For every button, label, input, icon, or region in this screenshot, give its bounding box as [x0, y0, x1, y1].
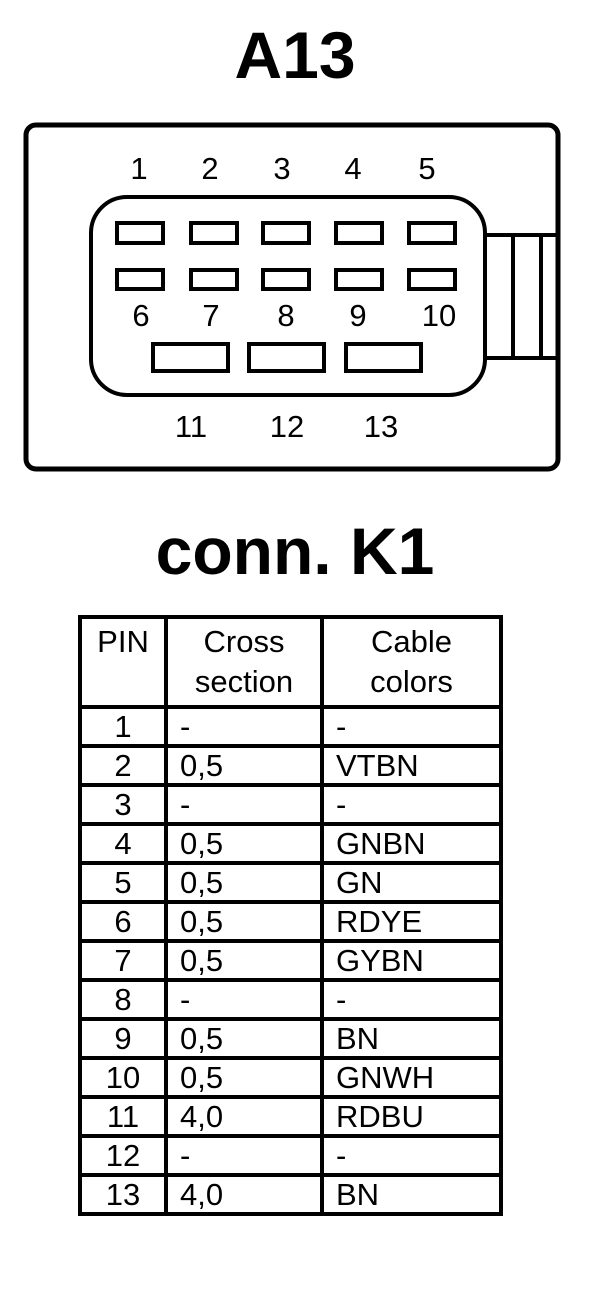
cell-color: RDBU — [320, 1095, 503, 1138]
cell-cross: 0,5 — [164, 861, 324, 904]
cell-pin: 5 — [78, 861, 168, 904]
cell-pin: 7 — [78, 939, 168, 982]
cell-pin: 6 — [78, 900, 168, 943]
pin-slot — [261, 268, 311, 291]
pin-number: 6 — [132, 298, 149, 333]
pin-slot — [344, 342, 423, 373]
table-row: 3-- — [78, 783, 503, 826]
cell-pin: 9 — [78, 1017, 168, 1060]
cell-color: GYBN — [320, 939, 503, 982]
table-row: 8-- — [78, 978, 503, 1021]
component-title: A13 — [234, 18, 356, 92]
cell-color: - — [320, 705, 503, 748]
cell-pin: 1 — [78, 705, 168, 748]
cell-cross: - — [164, 705, 324, 748]
pin-number: 3 — [273, 151, 290, 186]
cell-color: GN — [320, 861, 503, 904]
header-color-line2: colors — [370, 664, 453, 699]
cell-pin: 8 — [78, 978, 168, 1021]
header-cross-line2: section — [194, 664, 294, 699]
cell-color: - — [320, 783, 503, 826]
connector-latch — [485, 233, 558, 360]
cell-color: GNWH — [320, 1056, 503, 1099]
cell-color: BN — [320, 1173, 503, 1216]
cell-color: GNBN — [320, 822, 503, 865]
cell-pin: 2 — [78, 744, 168, 787]
cell-pin: 10 — [78, 1056, 168, 1099]
pin-slot — [334, 268, 384, 291]
pin-number: 7 — [202, 298, 219, 333]
pin-number: 2 — [201, 151, 218, 186]
pin-slot — [247, 342, 326, 373]
connector-face — [89, 195, 487, 397]
pin-number: 4 — [344, 151, 361, 186]
cell-pin: 13 — [78, 1173, 168, 1216]
pin-slot — [189, 268, 239, 291]
cell-pin: 11 — [78, 1095, 168, 1138]
cell-cross: 0,5 — [164, 744, 324, 787]
header-cross-section: Cross section — [164, 615, 324, 709]
pin-number: 13 — [364, 409, 398, 444]
cell-cross: - — [164, 783, 324, 826]
pin-slot — [407, 221, 457, 245]
cell-cross: 4,0 — [164, 1095, 324, 1138]
pin-number: 5 — [418, 151, 435, 186]
pin-number: 11 — [175, 409, 207, 444]
pin-number: 1 — [130, 151, 147, 186]
pin-number: 10 — [422, 298, 456, 333]
cell-cross: 0,5 — [164, 1017, 324, 1060]
header-color-line1: Cable — [371, 624, 452, 659]
table-row: 1-- — [78, 705, 503, 748]
cell-cross: - — [164, 978, 324, 1021]
cell-cross: 0,5 — [164, 1056, 324, 1099]
pin-slot — [407, 268, 457, 291]
table-row: 12-- — [78, 1134, 503, 1177]
cell-cross: 0,5 — [164, 939, 324, 982]
cell-color: - — [320, 978, 503, 1021]
header-pin-label: PIN — [97, 624, 149, 659]
cell-pin: 3 — [78, 783, 168, 826]
cell-pin: 4 — [78, 822, 168, 865]
cell-cross: 0,5 — [164, 900, 324, 943]
cell-cross: - — [164, 1134, 324, 1177]
cell-cross: 0,5 — [164, 822, 324, 865]
cell-pin: 12 — [78, 1134, 168, 1177]
pin-slot — [334, 221, 384, 245]
connector-housing — [23, 122, 561, 472]
pin-number: 8 — [277, 298, 294, 333]
connector-title: conn. K1 — [155, 514, 435, 588]
cell-color: RDYE — [320, 900, 503, 943]
header-pin: PIN — [78, 615, 168, 709]
table-header-row: PIN Cross section Cable colors — [78, 615, 503, 709]
cell-color: VTBN — [320, 744, 503, 787]
pin-number: 9 — [349, 298, 366, 333]
pin-slot — [115, 268, 165, 291]
pin-slot — [151, 342, 230, 373]
cell-color: BN — [320, 1017, 503, 1060]
pin-slot — [189, 221, 239, 245]
header-cable-colors: Cable colors — [320, 615, 503, 709]
pin-slot — [115, 221, 165, 245]
pin-slot — [261, 221, 311, 245]
pin-number: 12 — [270, 409, 304, 444]
header-cross-line1: Cross — [203, 624, 285, 659]
cell-cross: 4,0 — [164, 1173, 324, 1216]
cell-color: - — [320, 1134, 503, 1177]
